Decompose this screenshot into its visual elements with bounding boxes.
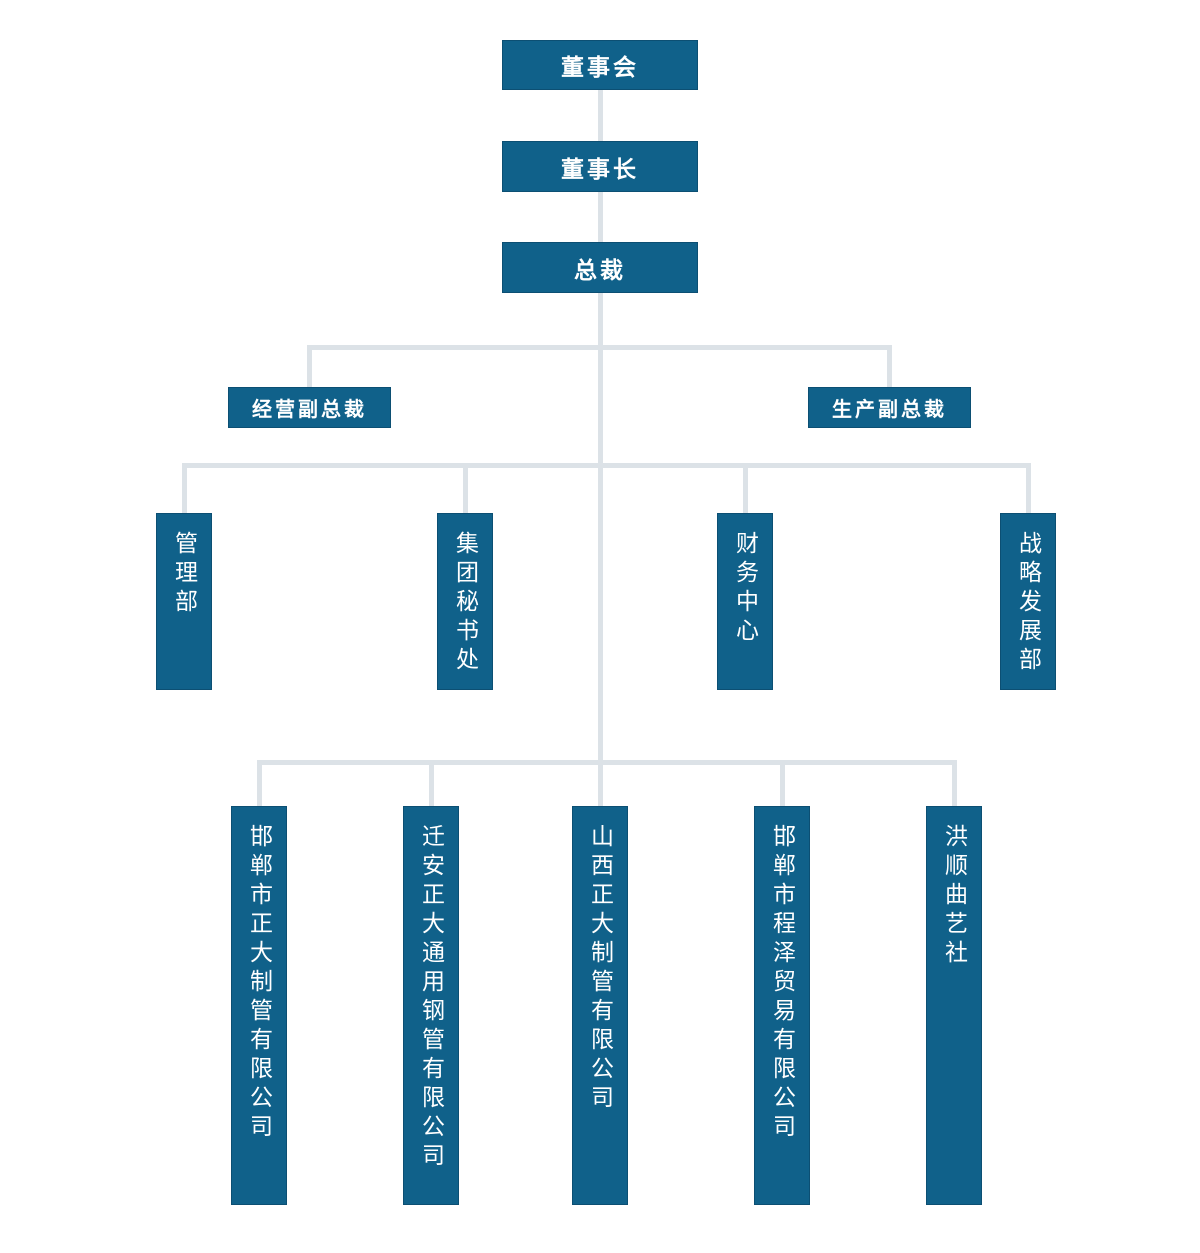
connector-sub-drop-4 <box>780 760 785 807</box>
connector-dept-drop-4 <box>1026 463 1031 514</box>
connector-dept-drop-2 <box>463 463 468 514</box>
connector-vp-horizontal <box>307 345 892 350</box>
node-chairman: 董事长 <box>502 141 698 192</box>
node-sub-shanxi-zhengda-pipe-label: 山西正大制管有限公司 <box>587 824 614 1114</box>
node-sub-handan-zhengda-pipe: 邯郸市正大制管有限公司 <box>231 806 287 1205</box>
node-dept-management: 管理部 <box>156 513 212 690</box>
node-dept-management-label: 管理部 <box>171 531 198 618</box>
node-sub-handan-chengze-trading: 邯郸市程泽贸易有限公司 <box>754 806 810 1205</box>
node-sub-qianan-zhengda-steel-pipe: 迁安正大通用钢管有限公司 <box>403 806 459 1205</box>
node-dept-group-secretariat: 集团秘书处 <box>437 513 493 690</box>
node-president: 总裁 <box>502 242 698 293</box>
node-sub-handan-chengze-trading-label: 邯郸市程泽贸易有限公司 <box>769 824 796 1143</box>
connector-dept-horizontal <box>182 463 1031 468</box>
node-vp-production-label: 生产副总裁 <box>832 399 947 421</box>
node-dept-group-secretariat-label: 集团秘书处 <box>452 531 479 676</box>
connector-chairman-president <box>598 192 603 244</box>
connector-dept-drop-3 <box>743 463 748 514</box>
node-board-label: 董事会 <box>561 55 639 80</box>
connector-sub-drop-5 <box>952 760 957 807</box>
node-dept-finance-center-label: 财务中心 <box>732 531 759 647</box>
node-sub-handan-zhengda-pipe-label: 邯郸市正大制管有限公司 <box>246 824 273 1143</box>
node-vp-operations-label: 经营副总裁 <box>252 399 367 421</box>
node-sub-qianan-zhengda-steel-pipe-label: 迁安正大通用钢管有限公司 <box>418 824 445 1172</box>
connector-sub-drop-2 <box>429 760 434 807</box>
connector-vp-left-drop <box>307 345 312 388</box>
node-chairman-label: 董事长 <box>561 156 639 182</box>
node-vp-operations: 经营副总裁 <box>228 387 391 428</box>
node-dept-strategic-development-label: 战略发展部 <box>1015 531 1042 676</box>
connector-sub-drop-1 <box>257 760 262 807</box>
node-president-label: 总裁 <box>574 257 626 283</box>
node-sub-hongshun-quyi-society: 洪顺曲艺社 <box>926 806 982 1205</box>
node-dept-finance-center: 财务中心 <box>717 513 773 690</box>
connector-president-trunk <box>598 293 603 806</box>
connector-dept-drop-1 <box>182 463 187 514</box>
node-sub-shanxi-zhengda-pipe: 山西正大制管有限公司 <box>572 806 628 1205</box>
node-vp-production: 生产副总裁 <box>808 387 971 428</box>
connector-vp-right-drop <box>887 345 892 388</box>
node-board-of-directors: 董事会 <box>502 40 698 90</box>
connector-sub-horizontal <box>257 760 957 765</box>
connector-board-chairman <box>598 90 603 143</box>
node-dept-strategic-development: 战略发展部 <box>1000 513 1056 690</box>
node-sub-hongshun-quyi-society-label: 洪顺曲艺社 <box>941 824 968 969</box>
